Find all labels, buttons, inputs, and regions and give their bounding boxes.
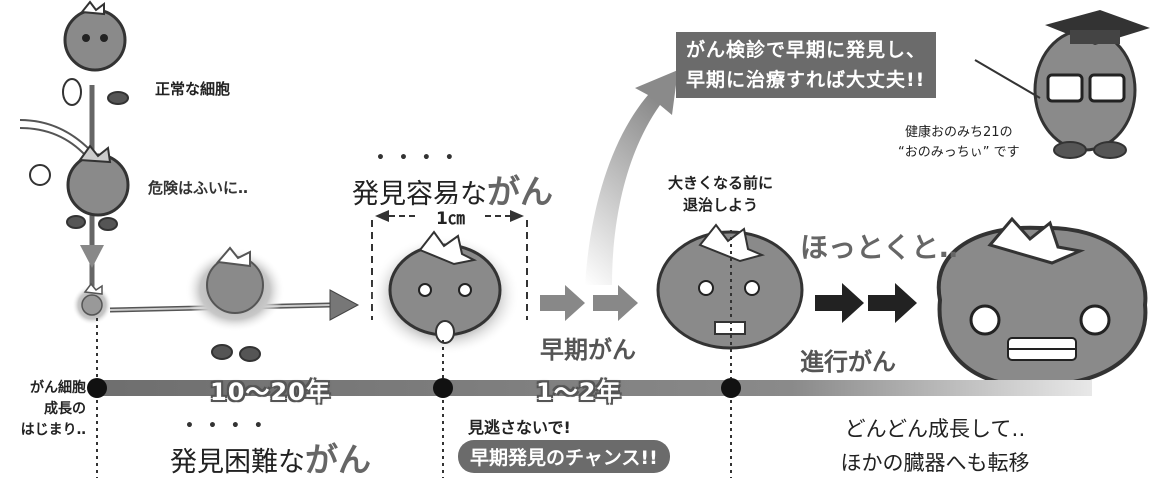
- mascot-caption-line1: 健康おのみち21の: [905, 125, 1013, 140]
- before-big-line2: 退治しよう: [683, 196, 759, 214]
- upward-arrow-icon: [585, 70, 678, 285]
- hotto-label: ほっとくと‥: [800, 231, 958, 264]
- start-line1: がん細胞: [30, 380, 86, 396]
- banner-line1: がん検診で早期に発見し、: [686, 39, 927, 61]
- mascot-character: [974, 10, 1150, 159]
- emphasis-dots-hard: ••••: [185, 418, 277, 434]
- chance-badge: 早期発見のチャンス!!: [458, 440, 670, 473]
- start-line2: 成長の: [44, 401, 86, 417]
- emphasis-dots-easy: ••••: [376, 150, 468, 166]
- mascot-caption: 健康おのみち21の “おのみっちぃ” です: [898, 123, 1020, 163]
- period1-label: 10〜20年: [210, 378, 331, 406]
- easy-gan: がん: [487, 172, 553, 211]
- period2-label: 1〜2年: [536, 378, 622, 406]
- early-gan-label: 早期がん: [540, 336, 636, 364]
- tiny-cell: [72, 282, 112, 325]
- hard-gan: がん: [305, 440, 371, 479]
- mascot-caption-line2: “おのみっちぃ” です: [898, 145, 1020, 160]
- advanced-cell: [936, 216, 1148, 388]
- normal-cell-character: [62, 0, 129, 106]
- right-arrow-icon: [329, 289, 360, 321]
- before-big-line1: 大きくなる前に: [668, 174, 774, 192]
- gray-arrow-icon: [593, 285, 638, 321]
- black-arrow-icon: [868, 283, 917, 323]
- start-label: がん細胞 成長の はじまり‥: [4, 378, 86, 441]
- gray-arrow-icon: [540, 285, 585, 321]
- timeline-node-1cm: [433, 378, 453, 398]
- spread-line1: どんどん成長して‥: [844, 417, 1026, 441]
- down-arrow-icon: [80, 245, 104, 268]
- before-big-label: 大きくなる前に 退治しよう: [668, 172, 773, 216]
- one-cm-cell: [370, 230, 520, 355]
- start-line3: はじまり‥: [20, 422, 86, 438]
- timeline-node-start: [87, 378, 107, 398]
- early-small-cell: [185, 246, 285, 362]
- timeline-node-early: [721, 378, 741, 398]
- normal-cell-label: 正常な細胞: [155, 80, 231, 98]
- spread-label: どんどん成長して‥ ほかの臓器へも転移: [815, 412, 1055, 480]
- spread-line2: ほかの臓器へも転移: [840, 451, 1030, 475]
- danger-cell-character: [19, 119, 130, 231]
- hard-detect-label: 発見困難ながん: [170, 433, 371, 481]
- size-1cm-label: 1㎝: [432, 204, 469, 229]
- medium-cell: [656, 223, 804, 350]
- black-arrow-icon: [815, 283, 864, 323]
- timeline-bar: [92, 380, 1092, 396]
- dont-miss-label: 見逃さないで!: [468, 418, 571, 437]
- banner-line2: 早期に治療すれば大丈夫!!: [686, 69, 926, 91]
- advanced-gan-label: 進行がん: [800, 348, 896, 376]
- hard-prefix: 発見困難な: [170, 447, 305, 478]
- danger-label: 危険はふいに‥: [148, 179, 249, 197]
- checkup-banner: がん検診で早期に発見し、 早期に治療すれば大丈夫!!: [676, 32, 937, 98]
